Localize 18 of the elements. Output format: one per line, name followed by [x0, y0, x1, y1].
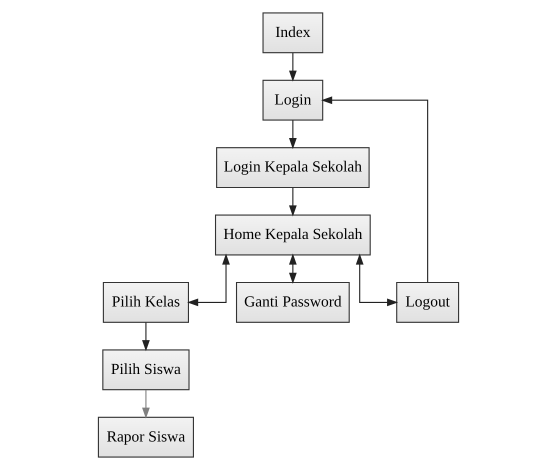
arrow: [142, 390, 150, 419]
node-box: Logout: [396, 282, 459, 323]
arrow: [288, 188, 296, 216]
node-box: Ganti Password: [235, 282, 350, 323]
node-box: Index: [262, 12, 323, 54]
node-box: Login Kepala Sekolah: [216, 147, 370, 188]
node-box: Pilih Kelas: [102, 282, 189, 323]
node-box: Rapor Siswa: [97, 416, 194, 458]
arrow: [288, 53, 296, 82]
node-box: Home Kepala Sekolah: [214, 214, 370, 256]
arrow: [288, 254, 296, 284]
arrow: [142, 322, 150, 352]
arrow: [288, 120, 296, 150]
arrow: [186, 254, 230, 306]
node-box: Login: [262, 80, 323, 121]
node-box: Pilih Siswa: [102, 349, 190, 390]
arrow: [355, 254, 398, 306]
arrow: [320, 96, 428, 282]
